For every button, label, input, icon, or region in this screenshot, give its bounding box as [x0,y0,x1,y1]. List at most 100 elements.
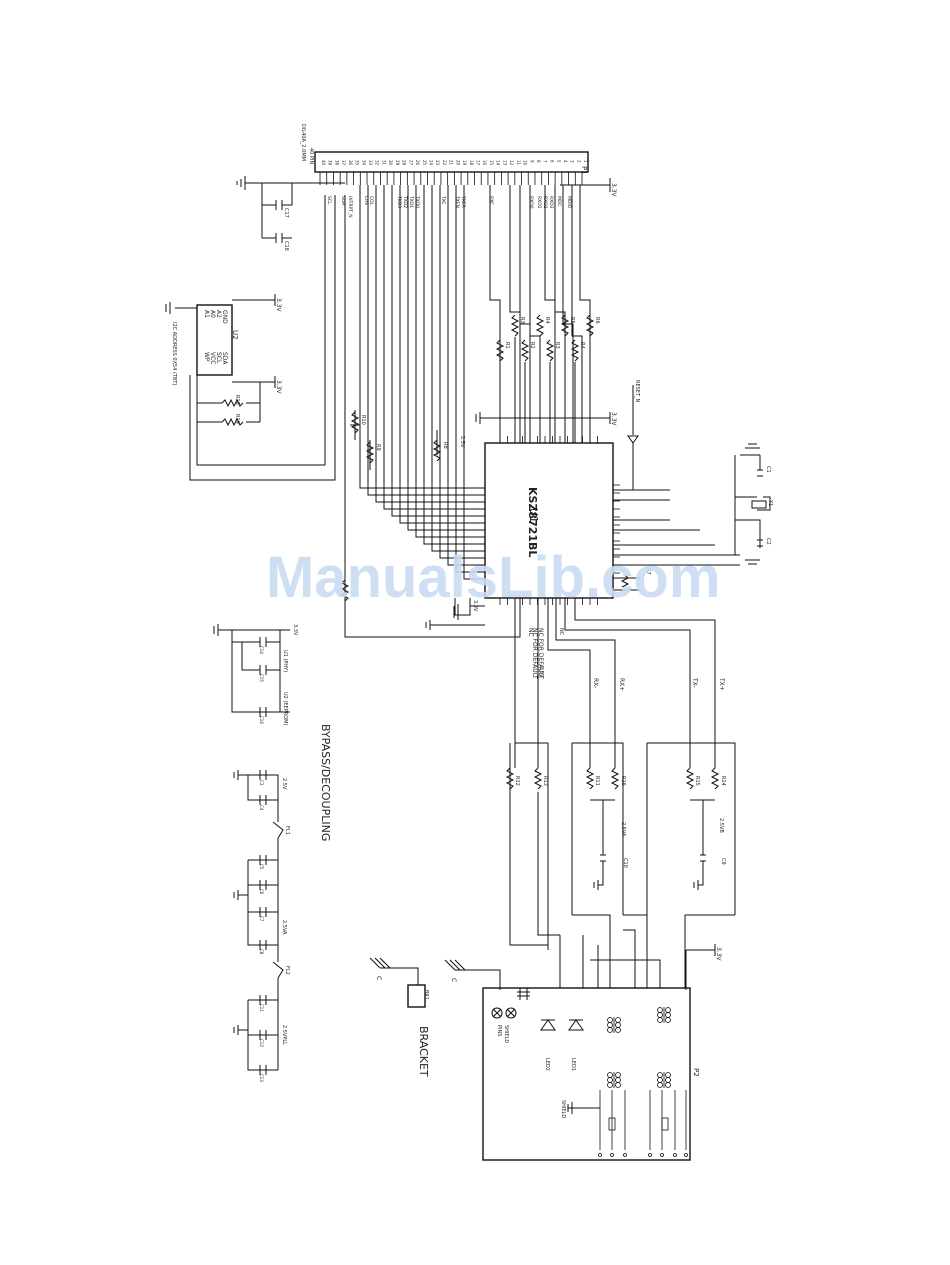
p1-ground-group: C17 C18 3.3V [236,176,617,251]
u2-3v3-label: 3.3V [275,298,282,313]
res-label: R6 [594,317,600,324]
p2-3v3-label: 3.3V [715,947,722,962]
nc-note-4: NC [558,628,564,636]
resistor [570,339,580,362]
res-r10: R10 [360,415,366,425]
capacitor-c2 [757,539,763,547]
p1-pin-number: 1 [583,160,588,163]
reset-and-crystal: RESET_N C1 Y1 C2 R7 [613,380,773,591]
u2-pin-gnd: GND [221,310,228,324]
p1-signal-label: RXC [488,196,494,205]
decoup-note-phy: U1 (PHY) [282,650,288,672]
resistor-r11 [585,767,595,790]
u2-pin-a0: A0 [209,310,216,318]
res-r8: R8 [442,442,448,449]
p1-pin-number: 28 [402,160,407,166]
u2-pin-scl: SCL [215,352,222,364]
capacitor-c14-c15-c16 [259,637,267,717]
cap-c9: C9 [720,858,726,865]
ferrite-fl2 [272,945,284,979]
p2-body [482,987,691,1161]
pin-icon [660,1153,664,1157]
p1-signal-label: TXD3 [396,195,402,208]
resistor [560,314,570,337]
p1-pin-number: 36 [348,160,353,166]
pin-icon [673,1153,677,1157]
p1-signal-label: TXER [460,195,466,208]
u2-pin-wp: WP [203,352,210,362]
p1-signal-label: TXC [440,195,446,205]
cap-c6: C6 [259,889,264,895]
ground-icon [593,880,599,890]
resistor-r18 [221,398,244,408]
p1-pin-number: 33 [368,160,373,166]
crystal-ref: Y1 [767,499,773,506]
coil-icon [607,1082,613,1088]
ground-icon [567,1102,600,1114]
p1-pin-number: 4 [563,160,568,163]
p1-pin-count: 40 PIN [308,148,314,164]
diode-icon [627,435,639,444]
section-title: BYPASS/DECOUPLING [319,724,332,841]
cap-c18: C18 [283,241,289,251]
p1-pin-number: 37 [341,160,346,166]
p1-signal-label: SCL [326,196,332,205]
ground-icon [475,412,481,424]
p1-signal-label: MDIO [566,196,572,209]
coil-icon [615,1082,621,1088]
cap-c8: C8 [259,949,264,955]
p2-pins: PINS [496,1025,502,1036]
p1-signal-label: INTRPT_N [347,196,353,218]
br1-ref: BR1 [423,990,429,1000]
termination-resistor [661,1117,669,1131]
p1-pin-number: 12 [509,160,514,166]
ferrite-fl1 [272,815,284,839]
u1-3v3-bottom: 3.3V [472,600,478,612]
p1-signal-label: RXD3 [548,196,554,209]
p1-connector: 1234567891011121314151617181920212223242… [300,124,589,185]
p1-pin-number: 40 [321,160,326,166]
res-label: R5 [569,317,575,324]
res-r15: R15 [694,776,700,786]
p1-signal-label: SDA [340,196,346,206]
capacitor-c5-c8 [259,855,267,950]
p1-signal-label: TXD0 [414,195,420,208]
net-rx-minus: RX- [592,678,599,688]
res-label: R4 [544,317,550,324]
p1-pin-number: 35 [355,160,360,166]
crystal-y1 [751,500,767,509]
capacitor-c19 [517,988,530,1000]
p1-signal-label: TXD1 [408,195,414,208]
p1-pin-number: 25 [422,160,427,166]
res-r14: R14 [720,776,726,786]
p1-3v3-rail [560,178,611,192]
cap-c7: C7 [259,916,264,922]
p1-pin-number: 13 [502,160,507,166]
decoup-note-eeprom: U2 (EEPROM) [282,692,288,725]
net-rx-plus: RX+ [618,678,625,691]
p1-pin-number: 11 [516,160,521,166]
u1-3v3-rail [480,412,611,424]
net-tx-plus: TX+ [718,677,725,691]
ferrite-fl1-ref: FL1 [284,826,290,835]
pin-icon [598,1153,602,1157]
p1-pin-number: 30 [388,160,393,166]
shield-pin-icon [491,1007,503,1019]
p2-shield: SHIELD [503,1025,509,1043]
resistor [545,339,555,362]
coil-icon [607,1027,613,1033]
resistor-r12 [505,767,515,790]
p1-ref: P1 [580,166,588,175]
p1-signal-label: TXD2 [402,195,408,208]
p1-part-label: DIL40A_2.0MM [300,124,306,161]
res-r19: R19 [234,414,240,424]
cap-c10: C10 [622,858,628,868]
p1-signal-label: RXD0 [528,196,534,209]
resistor [510,314,520,337]
res-r18: R18 [234,395,240,405]
p1-pin-number: 10 [523,160,528,166]
bypass-decoupling: BYPASS/DECOUPLING 3.3V C14 C15 C16 U1 (P… [213,624,332,1082]
p2-ref: P2 [692,1068,700,1077]
ground-icon [425,620,485,630]
